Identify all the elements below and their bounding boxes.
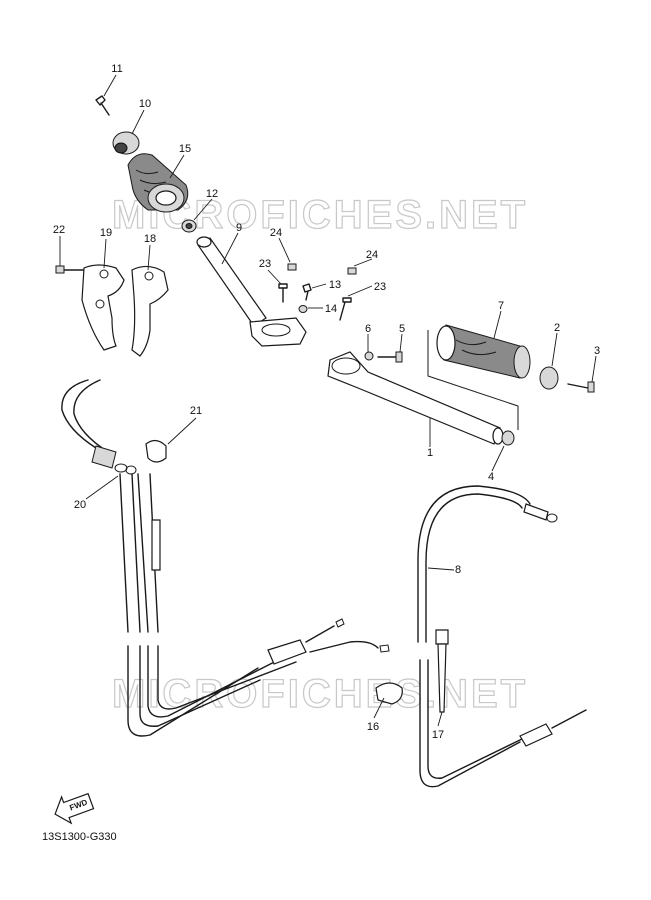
- diagram-code: 13S1300-G330: [42, 831, 117, 843]
- part-8-clutch-cable: [417, 485, 587, 788]
- callout-15: 15: [179, 143, 191, 155]
- callout-18: 18: [144, 233, 156, 245]
- part-24-nut-left: [287, 263, 297, 271]
- part-13-bolt: [302, 283, 312, 301]
- part-16-cable-clamp: [375, 682, 403, 705]
- part-11-screw: [95, 95, 110, 116]
- part-4-collar: [501, 430, 515, 446]
- fwd-arrow-icon: FWD: [54, 792, 95, 825]
- part-23-bolt-left: [278, 283, 288, 303]
- callout-24-left: 24: [270, 227, 282, 239]
- part-23-bolt-right: [339, 297, 352, 321]
- part-2-grip-end: [539, 366, 559, 390]
- callout-6: 6: [365, 323, 371, 335]
- callout-10: 10: [139, 98, 151, 110]
- callout-23-right: 23: [374, 281, 386, 293]
- callout-24-right: 24: [366, 249, 378, 261]
- assembly-bracket: [427, 330, 519, 430]
- part-15-throttle-grip: [127, 153, 189, 213]
- callout-22: 22: [53, 224, 65, 236]
- throttle-cables: [119, 473, 390, 737]
- callout-4: 4: [488, 471, 494, 483]
- callout-21: 21: [190, 405, 202, 417]
- part-18-housing-half: [131, 265, 169, 357]
- callout-23-left: 23: [259, 258, 271, 270]
- callout-20: 20: [74, 499, 86, 511]
- part-19-housing-half: [81, 264, 125, 351]
- callout-16: 16: [367, 721, 379, 733]
- callout-1: 1: [427, 447, 433, 459]
- callout-2: 2: [554, 322, 560, 334]
- part-14-washer: [298, 305, 308, 313]
- part-10-grip-end: [112, 131, 140, 155]
- part-21-clamp: [145, 439, 167, 463]
- part-17-cable-tie: [435, 629, 449, 713]
- callout-14: 14: [325, 303, 337, 315]
- callout-7: 7: [498, 300, 504, 312]
- part-1-right-handlebar: [327, 351, 504, 445]
- watermark-bottom: MICROFICHES.NET: [112, 672, 528, 716]
- callout-3: 3: [594, 345, 600, 357]
- callout-9: 9: [236, 222, 242, 234]
- part-24-nut-right: [347, 267, 357, 275]
- callout-19: 19: [100, 227, 112, 239]
- part-5-bolt: [377, 351, 403, 363]
- part-3-screw: [567, 381, 595, 393]
- callout-13: 13: [329, 279, 341, 291]
- part-9-left-handlebar: [196, 236, 307, 347]
- callout-11: 11: [111, 63, 122, 75]
- callout-8: 8: [455, 564, 461, 576]
- callout-17: 17: [432, 729, 444, 741]
- part-20-cable-junction: [61, 379, 137, 475]
- part-6-washer: [364, 351, 374, 361]
- callout-12: 12: [206, 188, 218, 200]
- part-7-right-grip: [436, 324, 531, 379]
- callout-5: 5: [399, 323, 405, 335]
- leader-lines: [59, 74, 597, 727]
- part-12-collar: [181, 219, 197, 233]
